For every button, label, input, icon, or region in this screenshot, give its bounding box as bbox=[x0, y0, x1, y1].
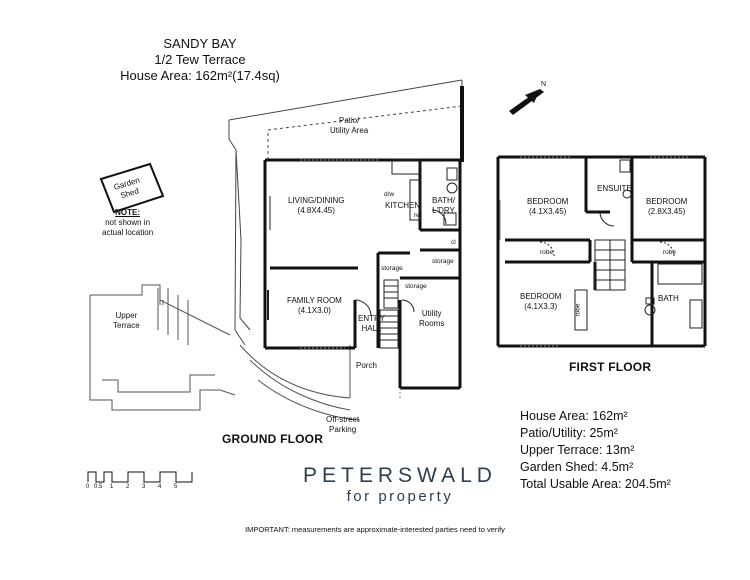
scale-tick-label: 5 bbox=[174, 484, 178, 490]
bedroom-1-label: BEDROOM (4.1X3.45) bbox=[527, 197, 569, 216]
ground-floor-walls bbox=[263, 158, 462, 390]
bedroom-3-label: BEDROOM (4.1X3.3) bbox=[520, 292, 562, 311]
scale-tick-label: 4 bbox=[158, 484, 162, 490]
brand-logo: PETERSWALD for property bbox=[300, 464, 500, 505]
bath-ldry-label: BATH/ L'DRY bbox=[432, 196, 455, 215]
house-area-header: House Area: 162m²(17.4sq) bbox=[120, 68, 280, 83]
scale-tick-label: 0.5 bbox=[94, 484, 103, 490]
family-room-label: FAMILY ROOM (4.1X3.0) bbox=[287, 296, 342, 315]
area-line: Patio/Utility: 25m² bbox=[520, 426, 618, 440]
area-line: Total Usable Area: 204.5m² bbox=[520, 477, 671, 491]
first-floor-details bbox=[499, 159, 703, 331]
first-floor-title: FIRST FLOOR bbox=[569, 360, 652, 374]
window-marks bbox=[300, 159, 401, 398]
suburb-title: SANDY BAY bbox=[163, 36, 237, 51]
address-text: 1/2 Tew Terrace bbox=[154, 52, 246, 67]
ground-floor-title: GROUND FLOOR bbox=[222, 432, 324, 446]
kitchen-label: KITCHEN bbox=[385, 201, 421, 210]
ref-label: ref bbox=[414, 212, 422, 219]
robe-label-3: robe bbox=[574, 303, 582, 317]
garden-shed-outline bbox=[99, 162, 165, 214]
entry-hall-label: ENTRY HALL bbox=[358, 314, 385, 333]
patio-label: Patio/ Utility Area bbox=[330, 116, 369, 135]
utility-rooms-label: Utility Rooms bbox=[419, 309, 445, 328]
storage-label-2: storage bbox=[432, 258, 454, 265]
footer-disclaimer: IMPORTANT: measurements are approximate-… bbox=[245, 525, 505, 534]
area-line: Upper Terrace: 13m² bbox=[520, 443, 635, 457]
bath-label: BATH bbox=[658, 294, 679, 303]
area-summary: House Area: 162m² Patio/Utility: 25m² Up… bbox=[520, 408, 671, 493]
area-line: Garden Shed: 4.5m² bbox=[520, 460, 634, 474]
dw-label: d/w bbox=[384, 191, 395, 198]
scale-tick-label: 1 bbox=[110, 484, 114, 490]
brand-name: PETERSWALD bbox=[303, 464, 497, 487]
brand-tagline: for property bbox=[346, 488, 454, 505]
scale-tick-label: 0 bbox=[86, 484, 90, 490]
robe-label-1: robe bbox=[540, 249, 554, 256]
porch-label: Porch bbox=[356, 361, 377, 370]
robe-label-2: robe bbox=[663, 249, 677, 256]
first-floor-windows bbox=[520, 156, 690, 347]
cl-label: cl bbox=[451, 239, 456, 246]
driveway-curves bbox=[239, 344, 361, 421]
shed-note: NOTE: not shown in actual location bbox=[102, 208, 154, 237]
area-line: House Area: 162m² bbox=[520, 409, 628, 423]
storage-label-1: storage bbox=[381, 265, 403, 272]
header-block: SANDY BAY 1/2 Tew Terrace House Area: 16… bbox=[120, 36, 280, 84]
scale-bar-graphic bbox=[87, 471, 193, 483]
compass-arrow-icon bbox=[509, 89, 544, 115]
bedroom-2-label: BEDROOM (2.8X3.45) bbox=[646, 197, 688, 216]
compass-label: N bbox=[541, 81, 547, 88]
scale-tick-label: 3 bbox=[142, 484, 146, 490]
storage-label-3: storage bbox=[405, 283, 427, 290]
scale-tick-label: 2 bbox=[126, 484, 130, 490]
ensuite-label: ENSUITE bbox=[597, 184, 632, 193]
upper-terrace-outline bbox=[89, 284, 236, 411]
upper-terrace-label: Upper Terrace bbox=[113, 311, 140, 330]
offstreet-parking-label: Off-street Parking bbox=[326, 415, 360, 434]
living-dining-label: LIVING/DINING (4.8X4.45) bbox=[288, 196, 345, 215]
ground-floor-details bbox=[267, 159, 458, 349]
